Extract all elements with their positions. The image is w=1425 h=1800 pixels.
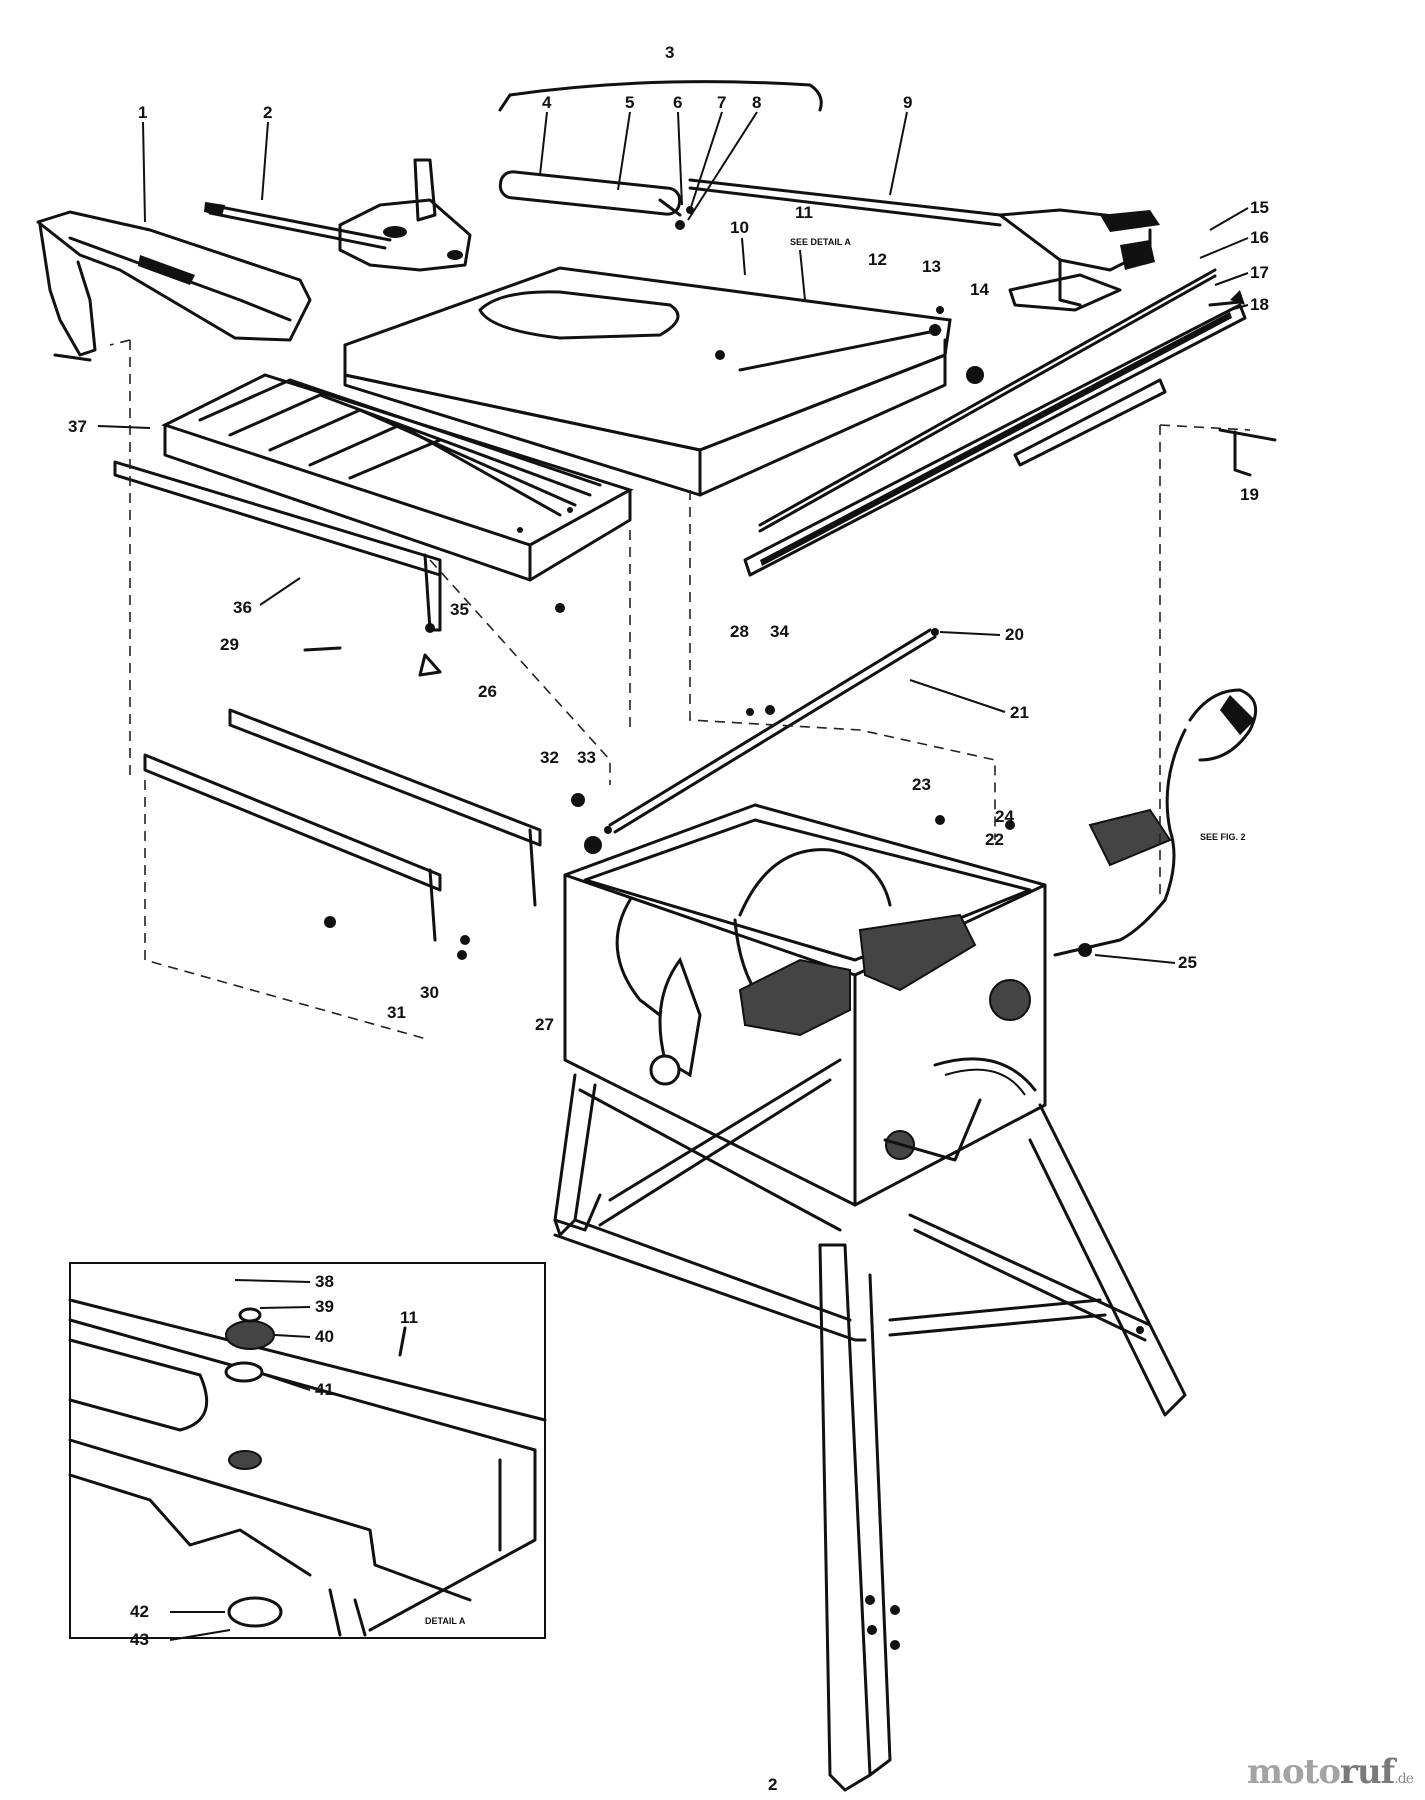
callout-15: 15 [1250,198,1269,217]
watermark-part2: ruf [1340,1752,1395,1792]
watermark-part1: moto [1246,1752,1341,1792]
callout-28: 28 [730,622,749,641]
stand [553,1058,1187,1792]
callout-38: 38 [315,1272,334,1291]
front-brackets [143,708,542,945]
callout-26: 26 [478,682,497,701]
callout-36: 36 [233,598,252,617]
shaft [604,628,939,834]
callout-31: 31 [387,1003,406,1022]
detail-a-inset [68,1262,547,1639]
guide-rails [743,268,1247,577]
callout-32: 32 [540,748,559,767]
callout-35: 35 [450,600,469,619]
see-fig-2-note: SEE FIG. 2 [1200,832,1246,842]
switch-cord [1053,688,1258,957]
saw-cabinet [563,803,1047,1207]
callout-20: 20 [1005,625,1024,644]
rear-support [113,460,442,633]
callout-30: 30 [420,983,439,1002]
callout-19: 19 [1240,485,1259,504]
callout-4: 4 [542,93,552,112]
watermark-domain: .de [1394,1771,1414,1787]
leader-lines [109,339,1251,1041]
callout-16: 16 [1250,228,1269,247]
callout-22: 22 [985,830,1004,849]
callout-34: 34 [770,622,789,641]
callout-5: 5 [625,93,634,112]
callout-3: 3 [665,43,674,62]
callout-42: 42 [130,1602,149,1621]
miter-gauge [204,158,472,272]
callout-1: 1 [138,103,147,122]
page-mark: 2 [768,1775,777,1794]
callout-37: 37 [68,417,87,436]
callout-39: 39 [315,1297,334,1316]
callout-43: 43 [130,1630,149,1649]
callout-24: 24 [995,807,1014,826]
callout-8: 8 [752,93,761,112]
blade-guard [36,210,312,362]
callout-14: 14 [970,280,989,299]
callout-41: 41 [315,1380,334,1399]
callout-9: 9 [903,93,912,112]
callout-7: 7 [717,93,726,112]
callout-17: 17 [1250,263,1269,282]
callout-21: 21 [1010,703,1029,722]
callout-6: 6 [673,93,682,112]
see-detail-a-note: SEE DETAIL A [790,237,851,247]
callout-25: 25 [1178,953,1197,972]
callout-33: 33 [577,748,596,767]
callout-11-detail: 11 [400,1308,418,1327]
callout-12: 12 [868,250,887,269]
callout-11: 11 [795,203,813,222]
callout-40: 40 [315,1327,334,1346]
table-extension [161,373,634,582]
callout-labels: 1 2 3 4 5 6 7 8 9 10 11 SEE DETAIL A 12 … [68,43,1269,1794]
small-parts [303,428,1277,960]
callout-29: 29 [220,635,239,654]
callout-27: 27 [535,1015,554,1034]
motoruf-watermark: motoruf.de [1246,1752,1414,1792]
saw-table [343,266,984,497]
callout-13: 13 [922,257,941,276]
callout-2: 2 [263,103,272,122]
callout-18: 18 [1250,295,1269,314]
rip-fence [498,80,1160,312]
callout-10: 10 [730,218,749,237]
detail-a-caption: DETAIL A [425,1616,466,1626]
callout-23: 23 [912,775,931,794]
